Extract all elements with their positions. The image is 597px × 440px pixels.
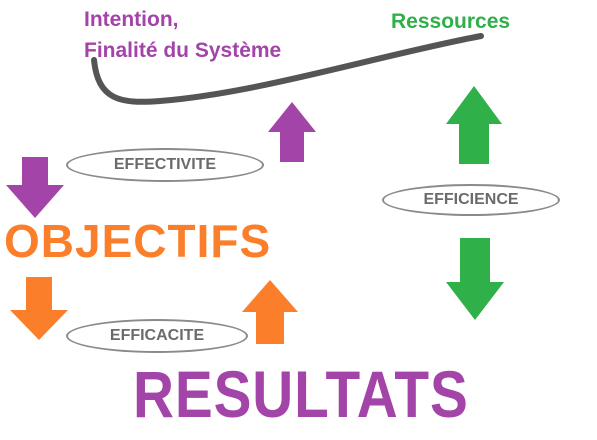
arrow-down-icon-orange xyxy=(10,277,68,340)
arrow-up-icon-purple xyxy=(268,102,316,162)
arrow-down-icon-green xyxy=(446,238,504,320)
arrow-down-icon-purple xyxy=(6,157,64,218)
intention-line-2: Finalité du Système xyxy=(84,39,282,62)
effectivite-oval: EFFECTIVITE xyxy=(66,148,264,182)
arrow-up-icon-orange xyxy=(242,280,298,344)
efficience-label: EFFICIENCE xyxy=(423,191,519,208)
ressources-label: Ressources xyxy=(391,10,511,33)
intention-label: Intention, Finalité du Système xyxy=(84,4,281,66)
connector-curve xyxy=(91,33,484,105)
efficacite-oval: EFFICACITE xyxy=(66,319,248,353)
objectifs-label: OBJECTIFS xyxy=(4,215,272,267)
resultats-label: RESULTATS xyxy=(133,357,469,431)
arrow-up-icon-green xyxy=(446,86,502,164)
efficience-oval: EFFICIENCE xyxy=(382,184,560,216)
efficacite-label: EFFICACITE xyxy=(109,327,205,344)
effectivite-label: EFFECTIVITE xyxy=(113,156,217,173)
intention-line-1: Intention, xyxy=(84,8,179,31)
